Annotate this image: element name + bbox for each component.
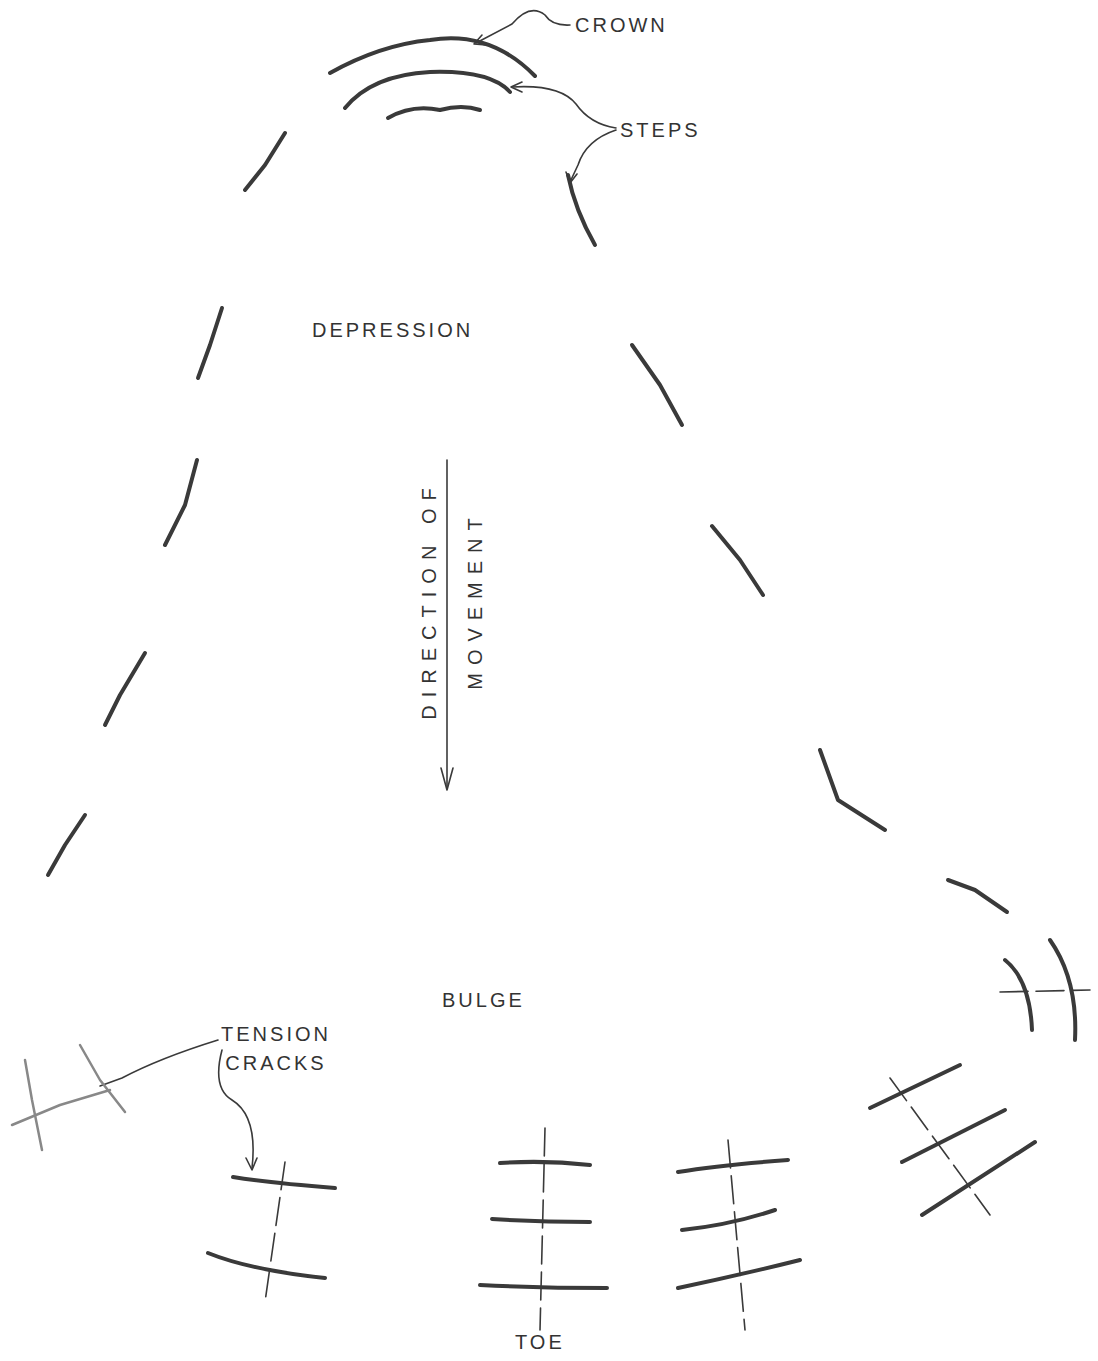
- arrow-head: [511, 82, 522, 92]
- tension-crack: [480, 1285, 607, 1288]
- arrow-head: [441, 768, 453, 790]
- flank-crack: [105, 653, 145, 725]
- tension-crack: [233, 1177, 335, 1188]
- direction-arrow: [446, 460, 448, 788]
- arrow-head: [246, 1158, 257, 1170]
- region-label: BULGE: [442, 988, 525, 1012]
- part-label: TENSION CRACKS: [196, 1020, 356, 1078]
- flank-crack: [820, 750, 885, 830]
- tension-crack: [12, 1090, 110, 1125]
- flank-crack: [198, 308, 222, 378]
- tension-crack: [682, 1210, 775, 1230]
- crack-axis: [265, 1162, 285, 1302]
- flank-crack: [48, 815, 85, 875]
- crack-axis: [728, 1140, 745, 1330]
- tension-crack: [922, 1142, 1035, 1215]
- part-label: TOE: [515, 1330, 565, 1354]
- step-scarp: [345, 72, 510, 108]
- crack-axis: [1000, 990, 1090, 992]
- leader-line: [476, 11, 570, 43]
- flank-crack: [245, 133, 285, 190]
- region-label: DEPRESSION: [312, 318, 473, 342]
- direction-label: DIRECTION OF MOVEMENT: [406, 450, 498, 750]
- tension-crack: [902, 1110, 1005, 1162]
- crack-axis: [540, 1128, 545, 1330]
- leader-line: [512, 87, 616, 128]
- tension-crack: [25, 1060, 42, 1150]
- step-scarp: [388, 107, 480, 118]
- part-label: STEPS: [620, 118, 701, 142]
- tension-crack: [80, 1045, 125, 1112]
- crack-axis: [890, 1078, 990, 1215]
- tension-crack: [870, 1065, 960, 1108]
- tension-crack: [500, 1162, 590, 1165]
- tension-crack: [1005, 960, 1032, 1030]
- flank-crack: [948, 880, 1007, 912]
- tension-crack: [678, 1160, 788, 1172]
- flank-crack: [165, 460, 197, 545]
- tension-crack: [208, 1253, 325, 1278]
- arrow-head: [474, 35, 486, 45]
- flank-crack: [712, 526, 763, 595]
- arrow-head: [566, 172, 577, 183]
- step-scarp: [568, 175, 595, 245]
- part-label: CROWN: [575, 13, 668, 37]
- tension-crack: [492, 1219, 590, 1222]
- flank-crack: [632, 345, 682, 425]
- leader-line: [100, 1040, 218, 1086]
